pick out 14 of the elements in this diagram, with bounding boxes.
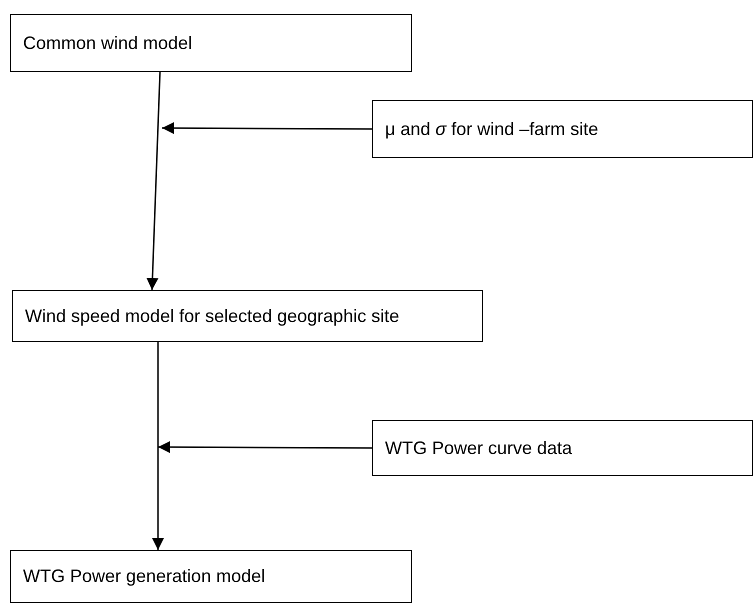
- arrow: [158, 441, 372, 454]
- process-box: [372, 100, 753, 158]
- process-box: [372, 420, 753, 476]
- box-text: Common wind model: [23, 32, 192, 54]
- process-box: [12, 290, 483, 342]
- box-text: WTG Power generation model: [23, 566, 266, 587]
- box-text: Wind speed model for selected geographic site: [25, 306, 400, 326]
- process-box: [10, 14, 412, 72]
- process-box: [10, 550, 412, 603]
- arrow: [162, 122, 372, 134]
- arrow: [152, 342, 164, 550]
- box-text: μ and σ for wind –farm site: [385, 118, 598, 140]
- box-text: WTG Power curve data: [385, 438, 572, 458]
- arrow: [146, 72, 161, 290]
